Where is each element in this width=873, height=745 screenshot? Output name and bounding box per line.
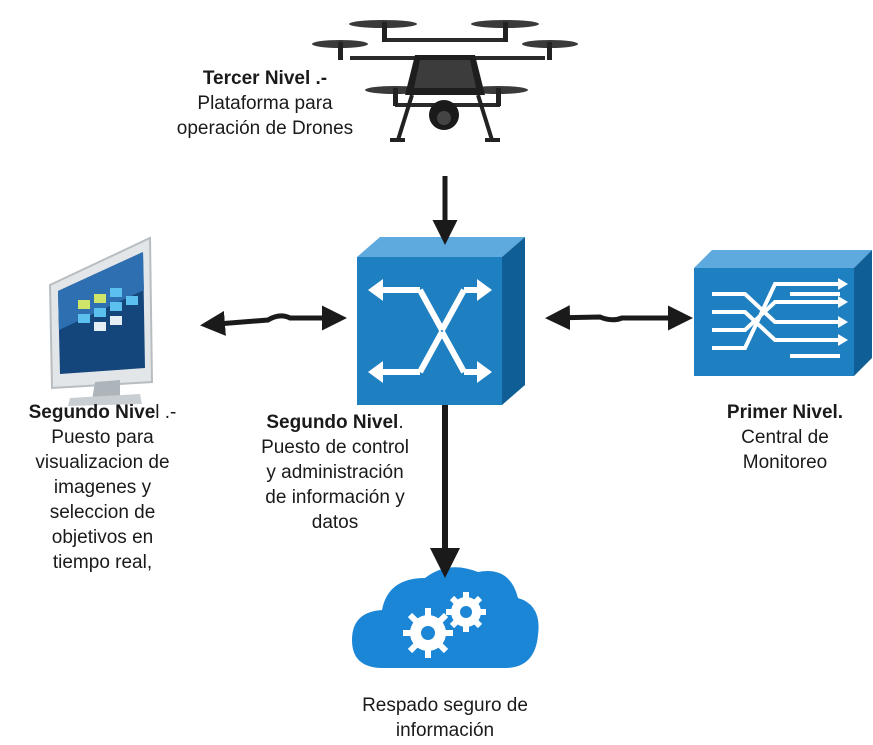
monitor-icon <box>48 236 154 406</box>
switch-label-line: y administración <box>266 462 404 483</box>
monitor-label-line: Puesto para <box>51 427 154 448</box>
switch-label-line: datos <box>311 512 359 533</box>
drone-label-line: Plataforma para <box>197 93 333 114</box>
monitor-label: Segundo Nivel .- Puesto para visualizaci… <box>0 400 205 575</box>
monitor-label-line: seleccion de <box>49 502 156 523</box>
drone-label-line: operación de Drones <box>176 118 354 139</box>
arrow-monitor-switch <box>200 305 347 336</box>
router-label-title: Primer Nivel. <box>726 402 844 423</box>
router-label-line: Central de <box>741 427 829 448</box>
switch-label: Segundo Nivel. Puesto de control y admin… <box>235 410 435 535</box>
arrow-switch-router <box>545 305 693 331</box>
switch-label-line: Puesto de control <box>261 437 409 458</box>
monitor-label-line: objetivos en <box>51 527 154 548</box>
monitor-label-line: visualizacion de <box>35 452 170 473</box>
monitor-label-line: imagenes y <box>53 477 152 498</box>
cloud-label-line: Respado seguro de <box>362 695 528 716</box>
cloud-label: Respado seguro de información <box>315 693 575 743</box>
drone-label: Tercer Nivel .- Plataforma para operació… <box>145 66 385 141</box>
router-label: Primer Nivel. Central de Monitoreo <box>700 400 870 475</box>
monitor-label-title-rest: l .- <box>155 402 177 423</box>
signal-router-icon <box>694 250 872 376</box>
network-switch-icon <box>357 237 525 405</box>
switch-label-line: de información y <box>265 487 405 508</box>
router-label-line: Monitoreo <box>742 452 828 473</box>
switch-label-title: Segundo Nivel <box>266 412 399 433</box>
cloud-gears-icon <box>352 567 539 668</box>
monitor-label-title: Segundo Nive <box>28 402 156 423</box>
switch-label-title-rest: . <box>398 412 404 433</box>
drone-icon <box>312 20 578 142</box>
drone-label-title: Tercer Nivel .- <box>202 68 328 89</box>
monitor-label-line: tiempo real, <box>52 552 153 573</box>
cloud-label-line: información <box>395 720 495 741</box>
